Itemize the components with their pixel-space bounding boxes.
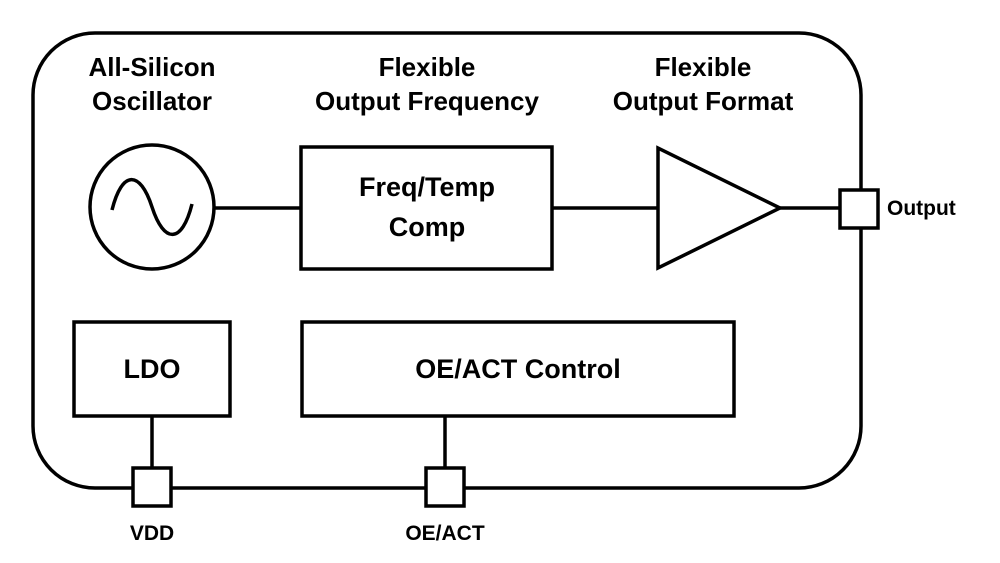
oe-act-control-label: OE/ACT Control [415, 354, 620, 384]
header-format-line2: Output Format [613, 86, 794, 116]
header-format-line1: Flexible [655, 52, 752, 82]
vdd-pin-label: VDD [130, 522, 174, 545]
output-buffer-triangle [656, 145, 784, 271]
header-oscillator-line1: All-Silicon [88, 52, 215, 82]
oe-act-pin-label: OE/ACT [405, 522, 485, 545]
freq-temp-comp-block [299, 145, 554, 271]
header-oscillator-line2: Oscillator [92, 86, 212, 116]
header-frequency-line1: Flexible [379, 52, 476, 82]
oe-act-pin [424, 466, 466, 508]
header-frequency-line2: Output Frequency [315, 86, 539, 116]
ldo-block [72, 320, 232, 418]
oscillator-icon [88, 143, 216, 271]
freq-temp-label-line1: Freq/Temp [359, 172, 495, 202]
freq-temp-label-line2: Comp [389, 212, 466, 242]
output-pin [838, 188, 880, 230]
vdd-pin [131, 466, 173, 508]
ldo-label: LDO [124, 354, 181, 384]
oe-act-control-block [300, 320, 736, 418]
output-pin-label: Output [887, 197, 956, 220]
